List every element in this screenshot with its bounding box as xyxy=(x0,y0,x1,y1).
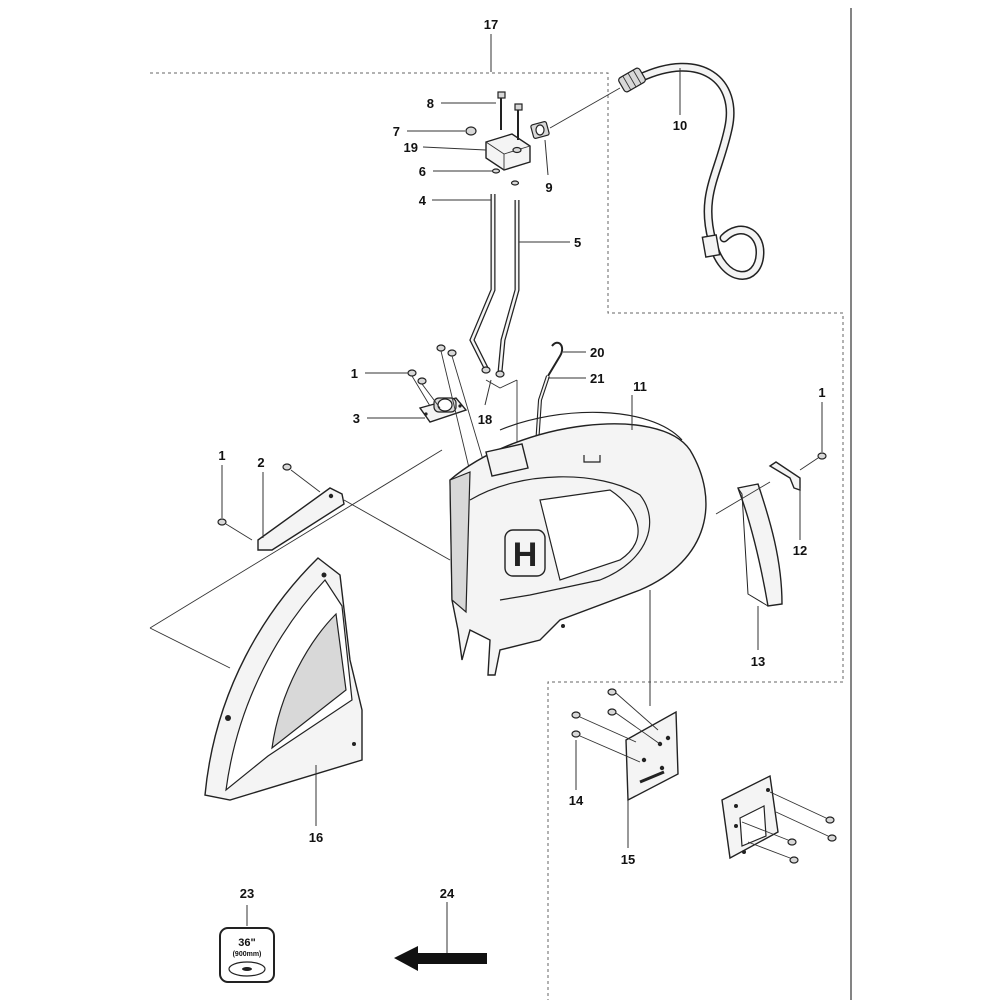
callout-9: 9 xyxy=(545,180,552,195)
part-16-outer-guard xyxy=(204,557,363,801)
callout-5: 5 xyxy=(574,235,581,250)
part-1-screw-left xyxy=(217,518,253,541)
callout-11: 11 xyxy=(633,379,647,394)
callout-4: 4 xyxy=(419,193,427,208)
callout-13: 13 xyxy=(751,654,765,669)
callout-23: 23 xyxy=(240,886,254,901)
callout-3: 3 xyxy=(353,411,360,426)
leader-lines xyxy=(221,34,823,953)
callout-1-upper: 1 xyxy=(351,366,358,381)
callout-10: 10 xyxy=(673,118,687,133)
part-15-rear-plate xyxy=(721,774,837,864)
part-13-splash-flap xyxy=(737,483,783,607)
callout-2: 2 xyxy=(257,455,264,470)
part-4-pipe xyxy=(469,194,496,370)
part-3-bracket xyxy=(418,397,468,423)
callout-24: 24 xyxy=(440,886,455,901)
part-2-plate xyxy=(257,463,345,551)
callout-20: 20 xyxy=(590,345,604,360)
callout-17: 17 xyxy=(484,17,498,32)
part-1-screws-upper xyxy=(407,344,457,385)
callout-1-right: 1 xyxy=(818,385,825,400)
part-12-clip xyxy=(768,452,827,491)
callout-7: 7 xyxy=(393,124,400,139)
part-5-pipe xyxy=(497,200,520,373)
part-20-nozzle xyxy=(547,341,564,377)
callout-12: 12 xyxy=(793,543,807,558)
part-19-valve-block xyxy=(485,133,531,171)
logo-h-icon: H xyxy=(504,529,546,577)
part-8-screws xyxy=(497,91,523,140)
part-14-screws xyxy=(571,688,617,738)
kit-boundary-outline xyxy=(150,72,844,1000)
part-7-plug xyxy=(465,126,477,136)
part-11-blade-guard: H xyxy=(449,411,707,676)
callout-1-left: 1 xyxy=(218,448,225,463)
decal-size-mm-text: (900mm) xyxy=(233,951,262,958)
callout-18: 18 xyxy=(478,412,492,427)
callout-6: 6 xyxy=(419,164,426,179)
part-10-water-hose xyxy=(618,62,765,280)
callout-19: 19 xyxy=(404,140,418,155)
callout-8: 8 xyxy=(427,96,434,111)
part-15-plate xyxy=(625,710,679,802)
decal-size-text: 36" xyxy=(238,937,255,949)
part-18-clips xyxy=(481,366,505,378)
part-23-blade-decal: 36" (900mm) xyxy=(219,927,275,983)
part-6-washers xyxy=(491,168,520,186)
callout-15: 15 xyxy=(621,852,635,867)
callout-21: 21 xyxy=(590,371,604,386)
part-9-fitting xyxy=(530,121,550,139)
callout-16: 16 xyxy=(309,830,323,845)
logo-h-letter: H xyxy=(513,536,538,574)
part-24-direction-arrow-icon xyxy=(394,946,487,971)
callout-14: 14 xyxy=(569,793,584,808)
